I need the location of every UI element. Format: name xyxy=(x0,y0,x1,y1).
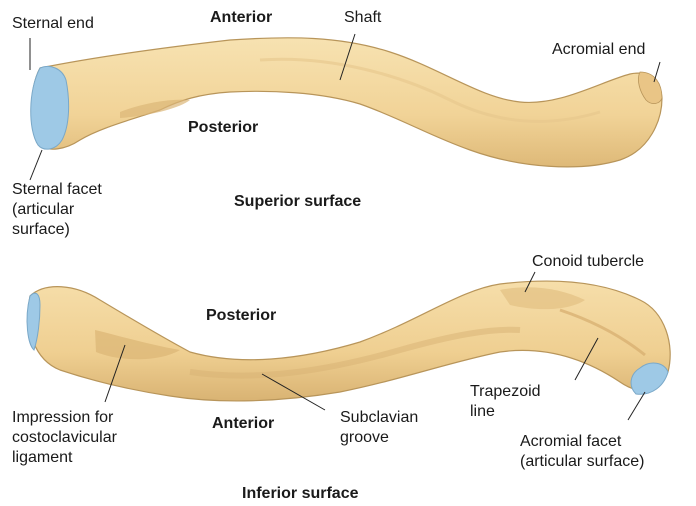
label-costoclavicular-impression: Impression for costoclavicular ligament xyxy=(12,408,117,468)
sternal-facet-superior xyxy=(31,67,69,150)
label-subclavian-groove: Subclavian groove xyxy=(340,408,418,448)
leader-sternal-facet xyxy=(30,150,42,180)
label-trapezoid-line: Trapezoid line xyxy=(470,382,541,422)
label-shaft: Shaft xyxy=(344,8,381,28)
leader-acromial-facet xyxy=(628,392,645,420)
label-conoid-tubercle: Conoid tubercle xyxy=(532,252,644,272)
leader-acromial-end xyxy=(654,62,660,82)
label-superior-posterior: Posterior xyxy=(188,118,258,138)
label-acromial-end: Acromial end xyxy=(552,40,645,60)
title-superior-surface: Superior surface xyxy=(234,192,361,212)
label-inferior-posterior: Posterior xyxy=(206,306,276,326)
label-acromial-facet: Acromial facet (articular surface) xyxy=(520,432,644,472)
label-sternal-end: Sternal end xyxy=(12,14,94,34)
label-sternal-facet: Sternal facet (articular surface) xyxy=(12,180,102,240)
title-inferior-surface: Inferior surface xyxy=(242,484,358,504)
label-superior-anterior: Anterior xyxy=(210,8,272,28)
label-inferior-anterior: Anterior xyxy=(212,414,274,434)
